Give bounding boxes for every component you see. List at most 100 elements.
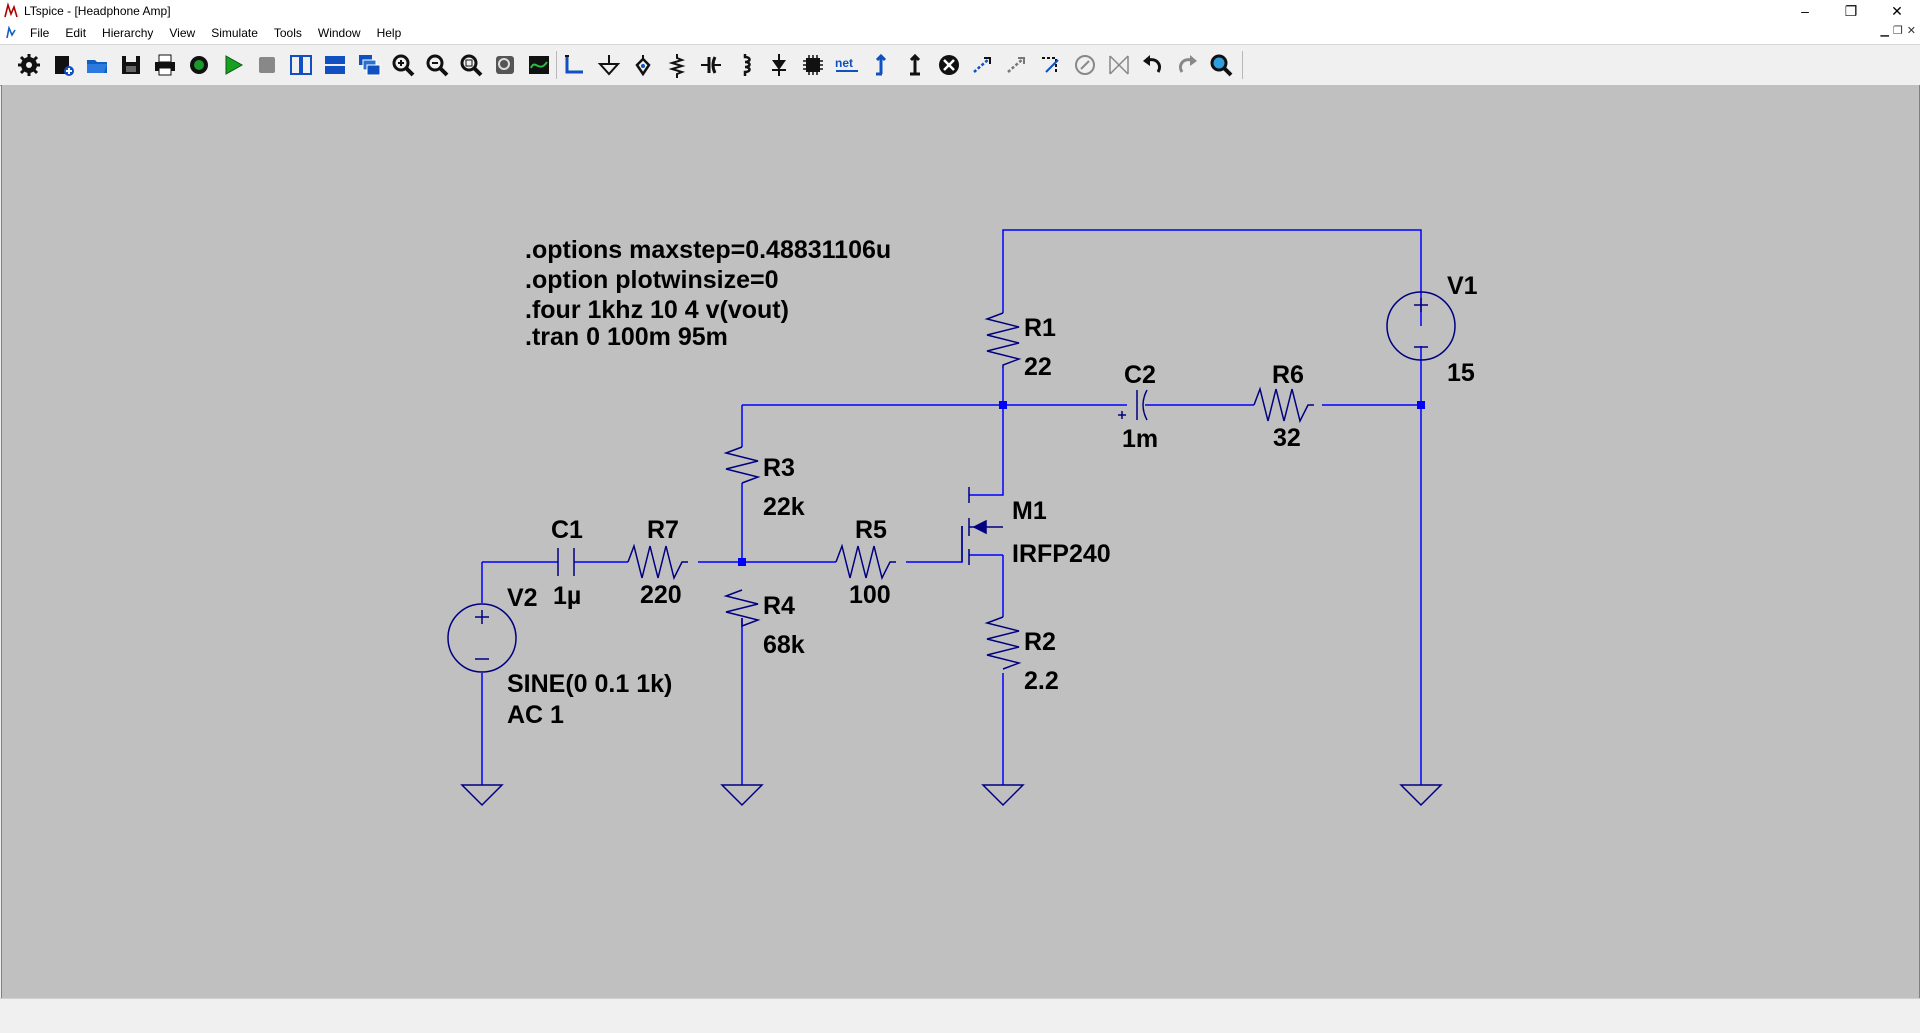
r7-value[interactable]: 220 [640,581,682,609]
window-title: LTspice - [Headphone Amp] [24,4,171,18]
r4-value[interactable]: 68k [763,631,805,659]
directive-tran[interactable]: .tran 0 100m 95m [525,323,728,351]
run-icon[interactable] [218,51,248,79]
spice-directives[interactable]: .options maxstep=0.48831106u .option plo… [525,236,891,351]
autorange-icon[interactable] [524,51,554,79]
mdi-close-icon[interactable]: ✕ [1906,25,1916,37]
resistor-r4 [723,589,761,628]
menu-bar: File Edit Hierarchy View Simulate Tools … [0,22,1920,44]
c2-value[interactable]: 1m [1122,425,1158,453]
menu-hierarchy[interactable]: Hierarchy [102,26,154,40]
r6-value[interactable]: 32 [1273,424,1301,452]
c1-value[interactable]: 1µ [553,582,581,610]
net-icon[interactable]: net [832,51,862,79]
delete-icon[interactable] [934,51,964,79]
component-labels: R1 22 R2 2.2 R3 22k R4 68k R5 100 R6 32 … [507,272,1478,729]
menu-help[interactable]: Help [376,26,402,40]
v2-ac-value[interactable]: AC 1 [507,701,564,729]
directive-options-maxstep[interactable]: .options maxstep=0.48831106u [525,236,891,264]
menu-simulate[interactable]: Simulate [211,26,258,40]
v1-value[interactable]: 15 [1447,359,1475,387]
diode-icon[interactable] [764,51,794,79]
print-icon[interactable] [150,51,180,79]
spice-directive-icon[interactable] [1070,51,1100,79]
menu-edit[interactable]: Edit [65,26,87,40]
save-icon[interactable] [116,51,146,79]
r1-value[interactable]: 22 [1024,353,1052,381]
tile-horizontal-icon[interactable] [320,51,350,79]
zoom-in-icon[interactable] [388,51,418,79]
toolbar-separator [1242,51,1243,79]
ground-4 [1399,784,1443,807]
v2-value[interactable]: SINE(0 0.1 1k) [507,670,672,698]
component-icon[interactable] [798,51,828,79]
cascade-icon[interactable] [354,51,384,79]
v1-name[interactable]: V1 [1447,272,1478,300]
c1-name[interactable]: C1 [551,516,583,544]
directive-four[interactable]: .four 1khz 10 4 v(vout) [525,296,789,324]
status-bar [0,998,1920,1033]
find-icon[interactable] [1206,51,1236,79]
label-icon[interactable] [628,51,658,79]
m1-value[interactable]: IRFP240 [1012,540,1111,568]
r2-name[interactable]: R2 [1024,628,1056,656]
new-schematic-icon[interactable] [48,51,78,79]
minimize-button[interactable]: – [1801,3,1809,19]
redo-icon[interactable] [1172,51,1202,79]
r6-name[interactable]: R6 [1272,361,1304,389]
zoom-out-icon[interactable] [422,51,452,79]
schematic-canvas[interactable]: .options maxstep=0.48831106u .option plo… [1,85,1920,998]
rotate-icon[interactable] [1002,51,1032,79]
halt-icon[interactable] [252,51,282,79]
m1-name[interactable]: M1 [1012,497,1047,525]
directive-option-plotwinsize[interactable]: .option plotwinsize=0 [525,266,778,294]
r2-value[interactable]: 2.2 [1024,667,1059,695]
voltage-source-v2 [447,603,517,673]
v2-name[interactable]: V2 [507,584,538,612]
c2-name[interactable]: C2 [1124,361,1156,389]
capacitor-c2-plate-b [1142,389,1148,421]
move-icon[interactable] [866,51,896,79]
r4-name[interactable]: R4 [763,592,795,620]
r3-value[interactable]: 22k [763,493,805,521]
menu-tools[interactable]: Tools [273,26,302,40]
schematic[interactable]: .options maxstep=0.48831106u .option plo… [2,85,1919,998]
resistor-icon[interactable] [662,51,692,79]
close-button[interactable]: ✕ [1891,2,1903,19]
tile-vertical-icon[interactable] [286,51,316,79]
drag-icon[interactable] [900,51,930,79]
r3-name[interactable]: R3 [763,454,795,482]
restore-button[interactable]: ❐ [1844,2,1858,19]
net-label-text: net [835,56,853,70]
menu-file[interactable]: File [30,26,50,40]
document-icon[interactable] [0,24,22,42]
ground-icon[interactable] [594,51,624,79]
r5-name[interactable]: R5 [855,516,887,544]
zoom-fit-icon[interactable] [456,51,486,79]
mirror-icon[interactable] [1036,51,1066,79]
zoom-back-icon[interactable] [490,51,520,79]
toolbar: net [0,44,1920,86]
menu-window[interactable]: Window [317,26,361,40]
undo-icon[interactable] [1138,51,1168,79]
hierarchy-icon[interactable] [1104,51,1134,79]
junctions [738,401,1425,566]
toolbar-separator [556,51,557,79]
open-icon[interactable] [82,51,112,79]
wire-icon[interactable] [560,51,590,79]
capacitor-icon[interactable] [696,51,726,79]
mosfet-m1-arrow [972,519,987,535]
control-panel-icon[interactable] [184,51,214,79]
inductor-icon[interactable] [730,51,760,79]
r7-name[interactable]: R7 [647,516,679,544]
mdi-minimize-icon[interactable]: ▁ [1880,25,1889,37]
mdi-restore-icon[interactable]: ❐ [1892,25,1903,37]
resistor-r7 [627,543,688,581]
symbols [447,291,1456,807]
title-bar: LTspice - [Headphone Amp] – ❐ ✕ [0,0,1920,22]
gear-icon[interactable] [14,51,44,79]
menu-view[interactable]: View [169,26,196,40]
r5-value[interactable]: 100 [849,581,891,609]
r1-name[interactable]: R1 [1024,314,1056,342]
duplicate-icon[interactable] [968,51,998,79]
